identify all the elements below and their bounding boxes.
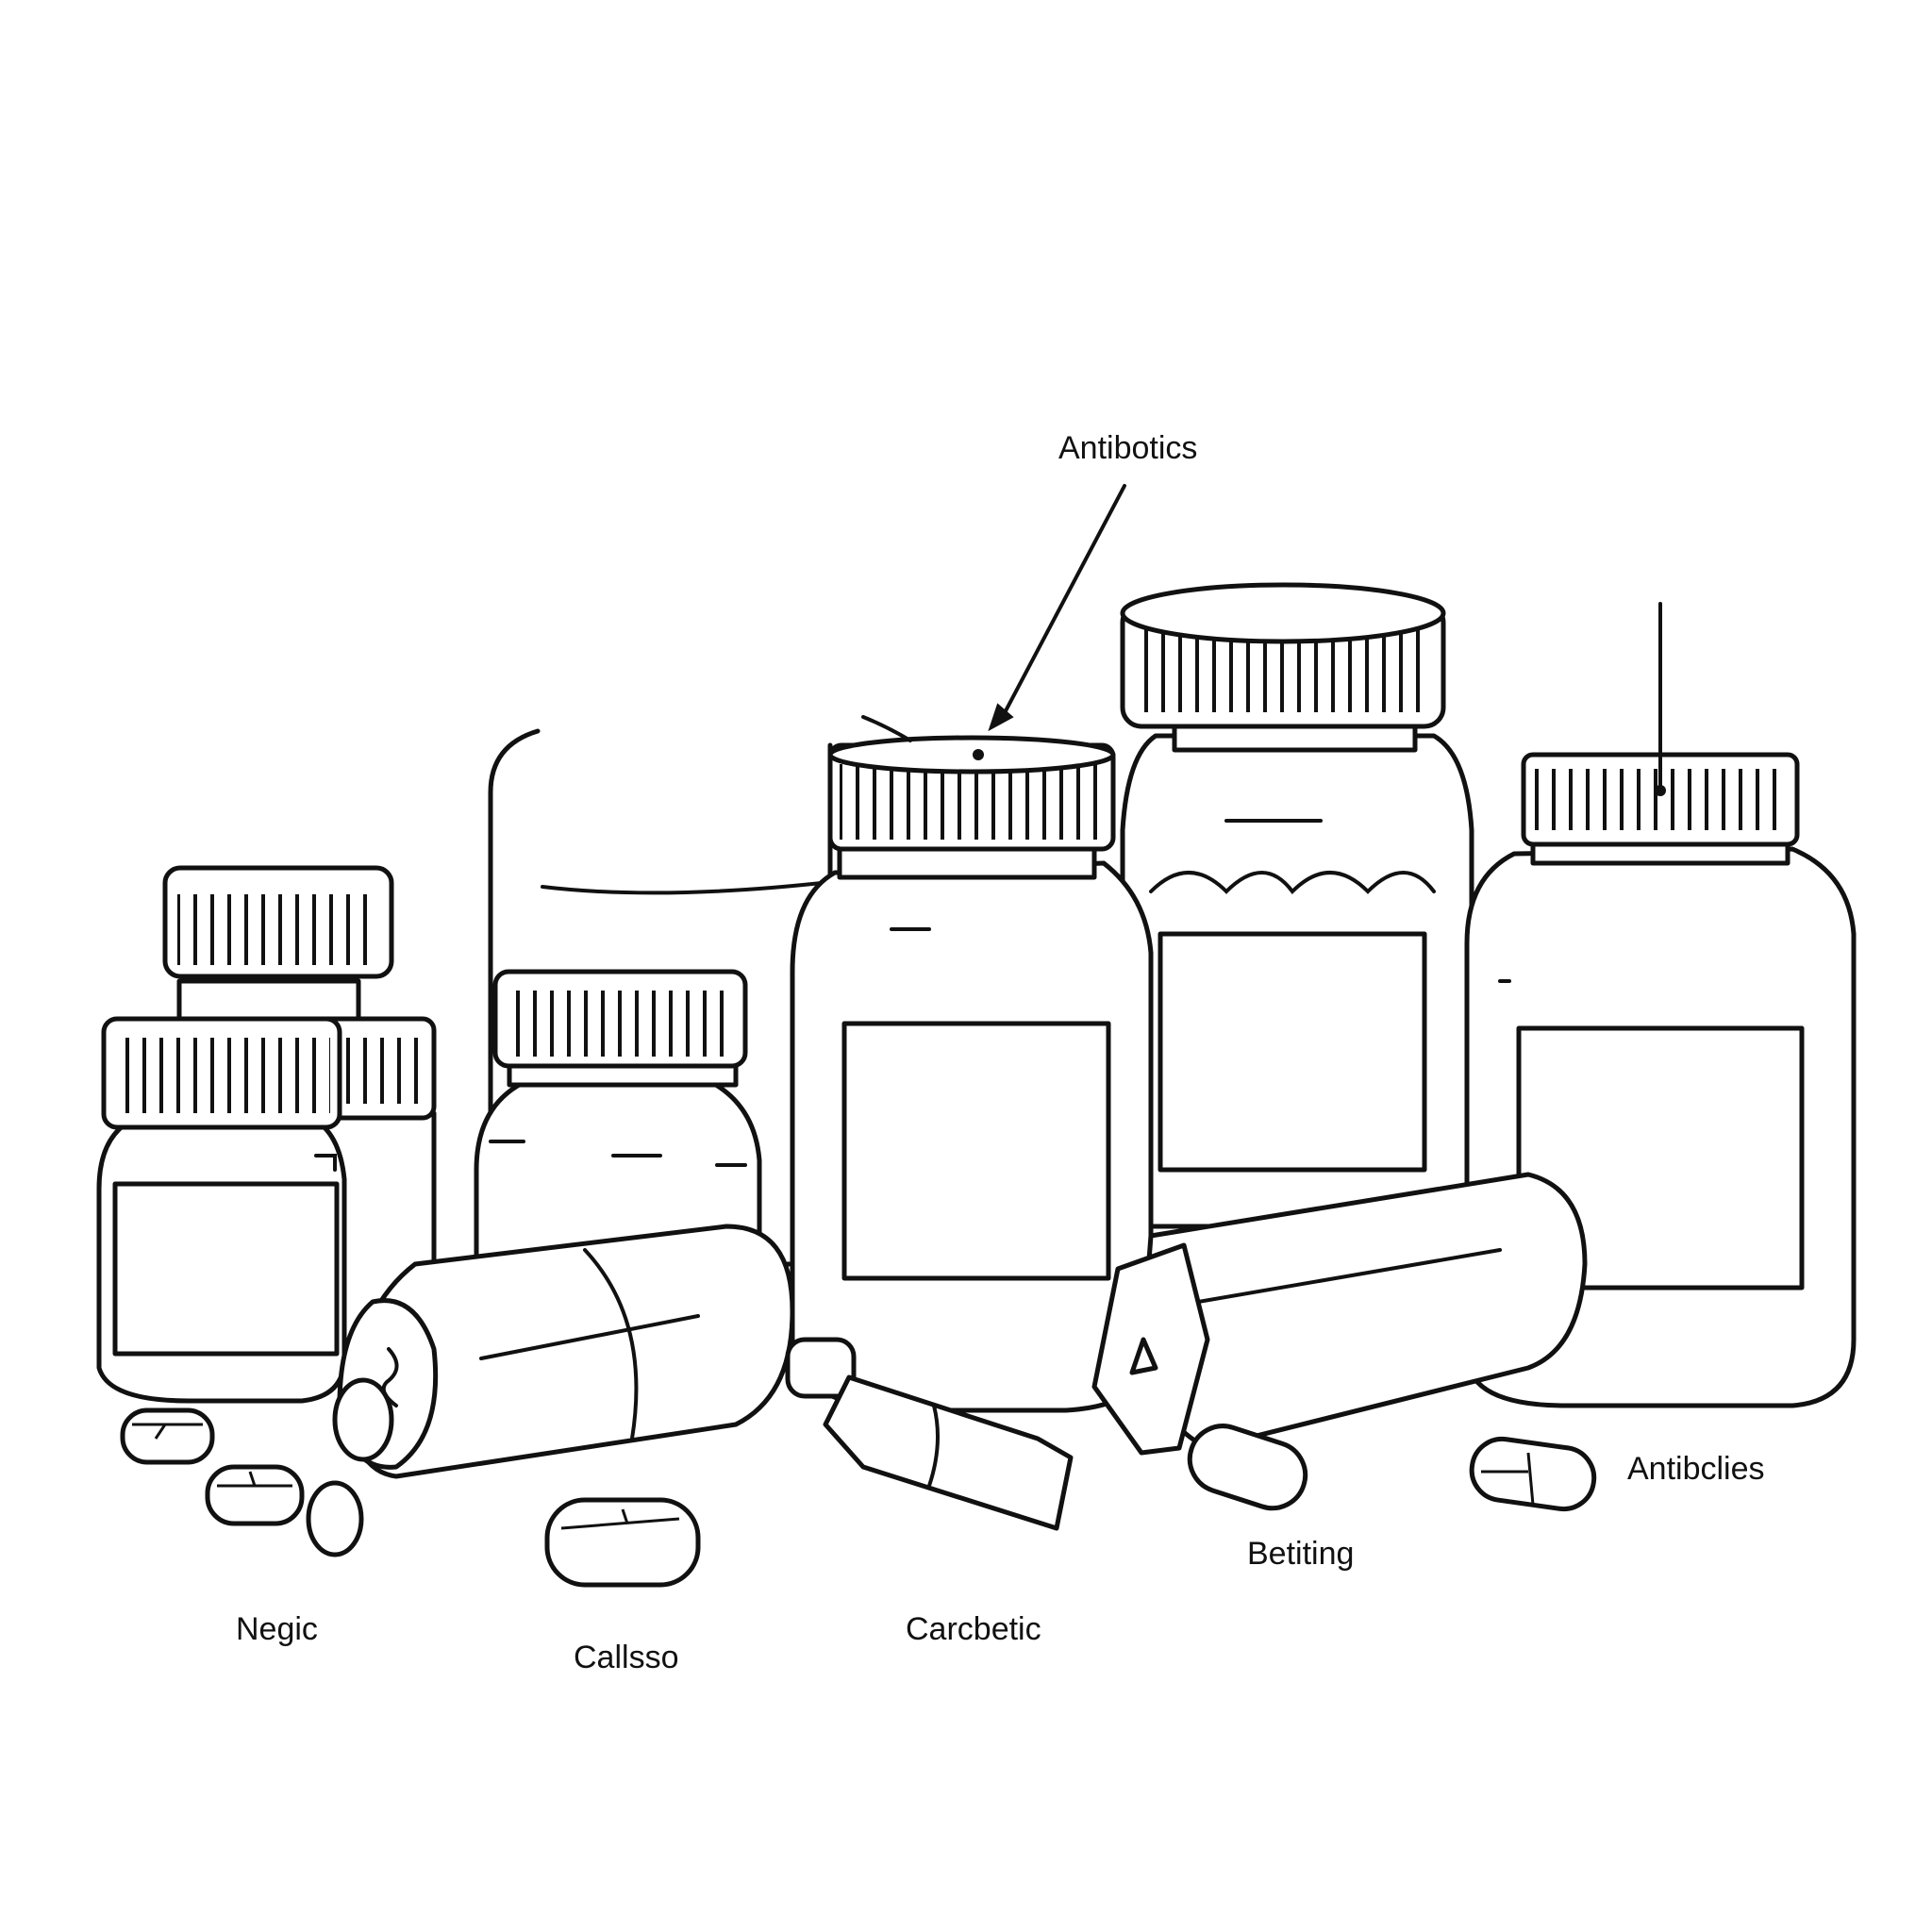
lying-bottle-right <box>1091 1172 1588 1456</box>
label-betiting: Betiting <box>1247 1536 1355 1572</box>
lying-bottle-left <box>332 1224 795 1479</box>
label-carcbetic: Carcbetic <box>906 1611 1041 1647</box>
label-negic: Negic <box>236 1611 318 1647</box>
bottle-tall-cap <box>1120 582 1474 1229</box>
bottle-center <box>790 484 1154 1413</box>
label-callsso: Callsso <box>574 1640 679 1675</box>
pills <box>120 1337 1597 1588</box>
label-antibiotics-top: Antibotics <box>1058 430 1198 466</box>
bottle-left-front <box>96 865 394 1404</box>
label-antibclies: Antibclies <box>1627 1451 1765 1487</box>
bottle-middle-left <box>474 969 762 1286</box>
